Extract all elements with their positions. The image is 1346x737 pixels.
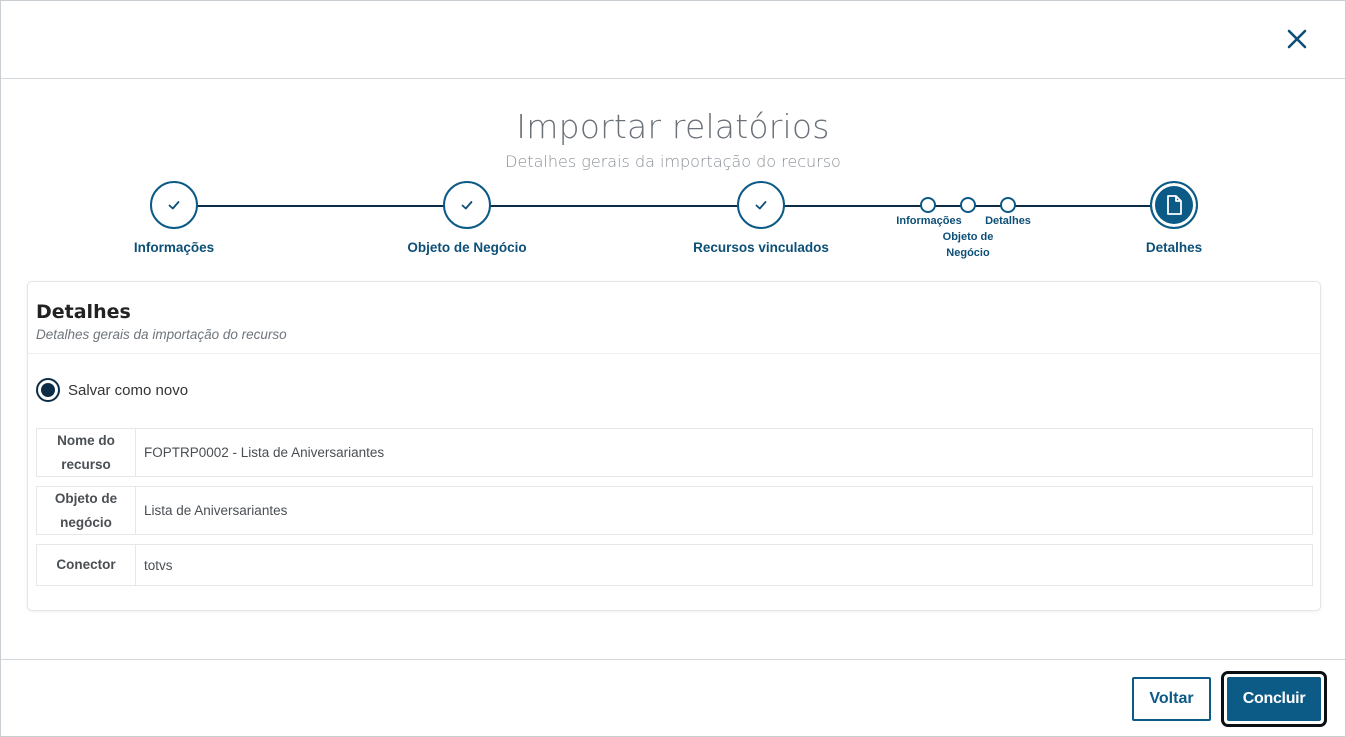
step-label: Recursos vinculados <box>693 240 829 255</box>
page-subtitle: Detalhes gerais da importação do recurso <box>505 152 841 171</box>
close-icon[interactable] <box>1285 27 1309 51</box>
field-label-line: Objeto de <box>54 490 118 506</box>
step-objeto-de-negocio[interactable] <box>443 181 491 229</box>
step-label: Objeto de Negócio <box>407 240 527 255</box>
field-label-line: negócio <box>60 514 112 530</box>
field-value: totvs <box>144 557 173 573</box>
step-label: Informações <box>133 240 215 255</box>
sub-step-label: Negócio <box>946 247 990 259</box>
sub-step-informacoes[interactable] <box>920 197 936 213</box>
finish-button[interactable]: Concluir <box>1227 677 1321 721</box>
field-value: FOPTRP0002 - Lista de Aniversariantes <box>144 445 385 460</box>
field-conector: Conector totvs <box>36 544 1313 586</box>
modal-footer: Voltar Concluir <box>1 659 1345 737</box>
finish-button-focus-ring: Concluir <box>1221 671 1327 727</box>
radio-button[interactable] <box>36 378 60 402</box>
field-label: Objeto de negócio <box>37 487 136 534</box>
save-as-new-radio[interactable]: Salvar como novo <box>36 378 188 402</box>
card-header: Detalhes Detalhes gerais da importação d… <box>28 282 1320 354</box>
back-button[interactable]: Voltar <box>1132 677 1211 721</box>
sub-step-detalhes[interactable] <box>1000 197 1016 213</box>
card-subtitle: Detalhes gerais da importação do recurso <box>36 327 287 342</box>
field-value: Lista de Aniversariantes <box>144 503 288 518</box>
sub-step-label: Detalhes <box>985 215 1031 227</box>
modal-header <box>1 1 1345 79</box>
check-icon <box>461 201 473 210</box>
check-icon <box>168 201 180 210</box>
document-icon <box>1167 195 1182 215</box>
radio-label: Salvar como novo <box>68 381 189 399</box>
field-nome-do-recurso: Nome do recurso FOPTRP0002 - Lista de Ani… <box>36 428 1313 477</box>
page-title: Importar relatórios <box>516 107 830 146</box>
step-recursos-vinculados[interactable] <box>737 181 785 229</box>
step-label: Detalhes <box>1145 240 1203 255</box>
stepper: Informações Objeto de Negócio Recursos v… <box>1 179 1345 269</box>
check-icon <box>755 201 767 210</box>
field-label: Nome do recurso <box>37 429 136 476</box>
field-label-line: recurso <box>61 456 111 472</box>
field-objeto-de-negocio: Objeto de negócio Lista de Aniversariante… <box>36 486 1313 535</box>
details-card: Detalhes Detalhes gerais da importação d… <box>27 281 1321 611</box>
step-detalhes[interactable] <box>1150 181 1198 229</box>
radio-selected-dot <box>41 383 55 397</box>
field-label: Conector <box>37 545 136 585</box>
stepper-line <box>490 205 739 207</box>
stepper-line <box>197 205 445 207</box>
step-informacoes[interactable] <box>150 181 198 229</box>
card-title: Detalhes <box>36 301 131 323</box>
sub-step-label: Informações <box>896 215 962 227</box>
field-label-line: Nome do <box>57 432 115 448</box>
sub-step-label: Objeto de <box>942 231 994 243</box>
sub-step-objeto-de-negocio[interactable] <box>960 197 976 213</box>
